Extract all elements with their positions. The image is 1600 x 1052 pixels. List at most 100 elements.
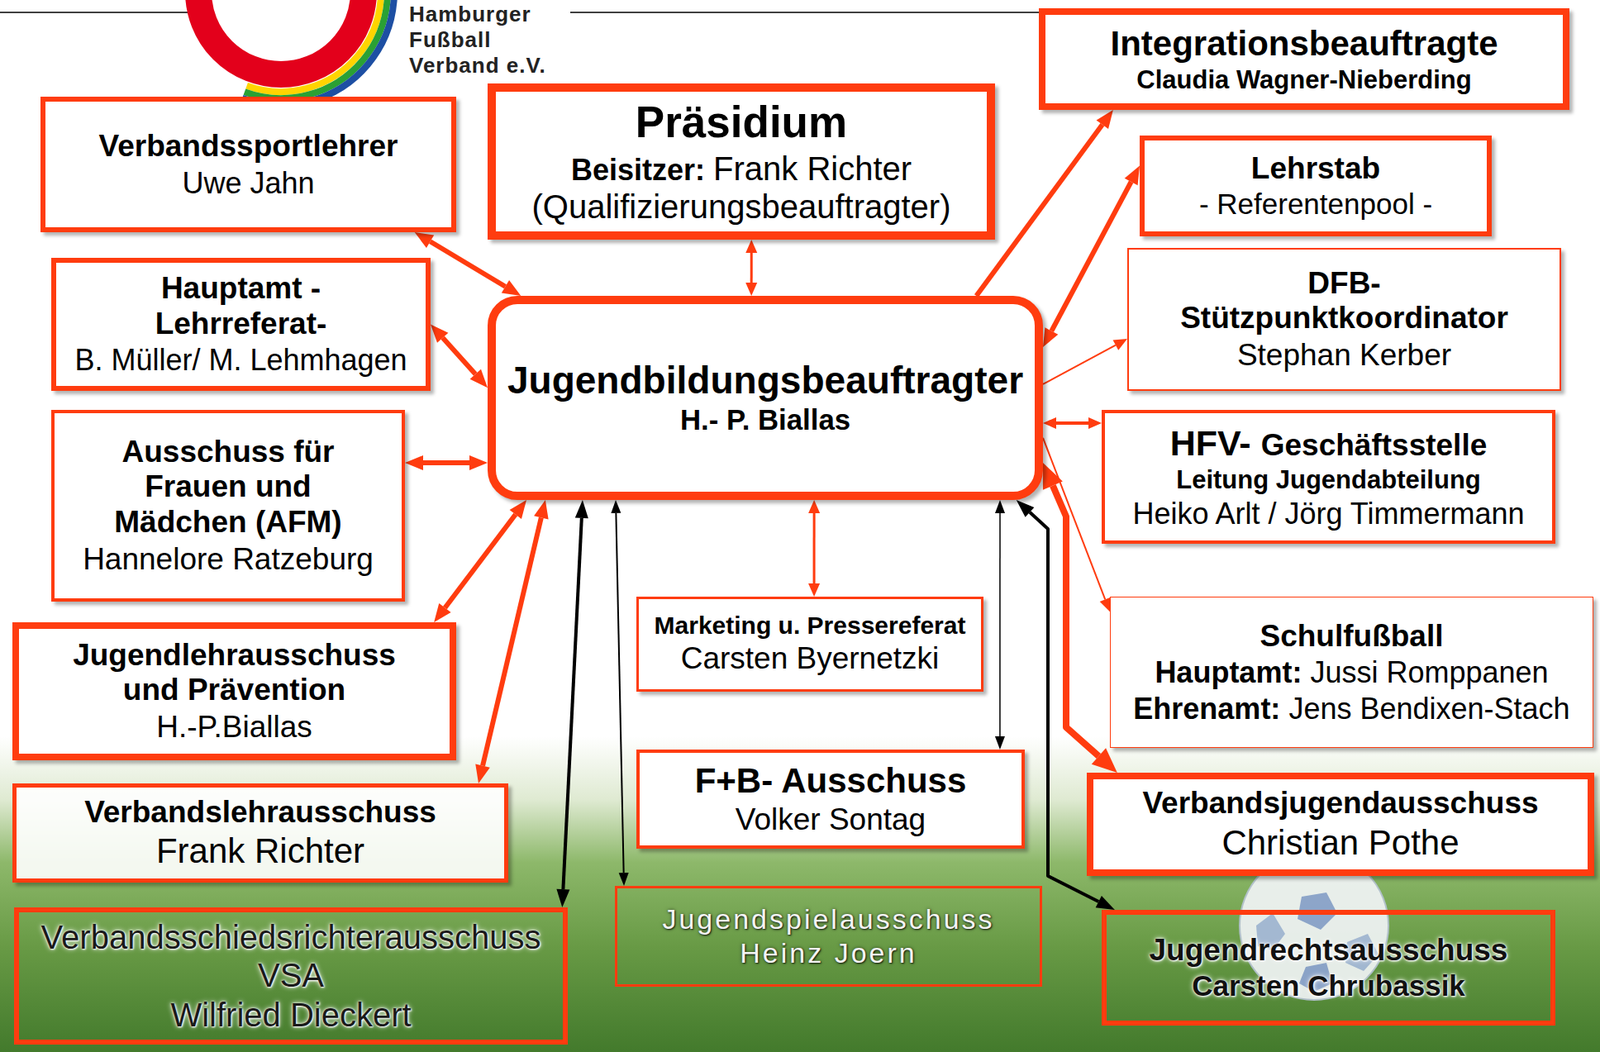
box-text: Ehrenamt: [1133, 691, 1281, 726]
box-text: Beisitzer: [571, 152, 705, 187]
header-rule [0, 11, 203, 14]
text-line: B. Müller/ M. Lehmhagen [66, 342, 416, 377]
text-line: Wilfried Dieckert [23, 995, 558, 1034]
committee-box: JugendspielausschussHeinz Joern [614, 885, 1043, 987]
board-box: PräsidiumBeisitzer:Frank Richter (Qualif… [487, 83, 996, 240]
text-line: Marketing u. Pressereferat [648, 611, 972, 641]
text-line: Carsten Chrubassik [1116, 969, 1541, 1003]
text-line: Jugendrechtsausschuss [1116, 933, 1541, 969]
committee-box: VerbandslehrausschussFrank Richter [12, 783, 509, 883]
box-text: Geschäftsstelle [1261, 428, 1488, 462]
staff-box: VerbandssportlehrerUwe Jahn [40, 96, 457, 233]
box-title: Jugendbildungsbeauftragter [507, 358, 1024, 402]
box-title: HFV- [1170, 423, 1252, 463]
logo-symbol [198, 0, 395, 105]
office-box: HFV- GeschäftsstelleLeitung Jugendabteilu… [1101, 409, 1556, 544]
box-title: Verbandsjugendausschuss [1142, 785, 1539, 820]
connector-arrow [430, 241, 506, 286]
text-line: Lehrstab [1154, 151, 1477, 187]
text-line: Jugendspielausschuss [627, 903, 1030, 936]
logo-arc [244, 0, 388, 99]
box-title: Verbandssportlehrer [99, 128, 399, 163]
text-line: Hauptamt:Jussi Romppanen [1120, 655, 1583, 690]
connector-arrow [1056, 421, 1089, 425]
box-title: Verbandsschiedsrichterausschuss VSA [29, 918, 553, 995]
box-text: Hauptamt: [1154, 655, 1302, 690]
box-title: Präsidium [635, 97, 848, 147]
central-box: JugendbildungsbeauftragterH.- P. Biallas [487, 295, 1043, 500]
connector-arrow [813, 513, 816, 584]
committee-box: JugendrechtsausschussCarsten Chrubassik [1101, 909, 1556, 1026]
box-title: Integrationsbeauftragte [1109, 23, 1498, 63]
connector-arrow [615, 513, 624, 873]
box-text: Volker Sontag [735, 802, 926, 837]
text-line: Verbandslehrausschuss [26, 795, 495, 831]
box-text: Wilfried Dieckert [170, 996, 411, 1034]
text-line: Heinz Joern [627, 937, 1030, 970]
box-text: Jussi Romppanen [1309, 655, 1548, 690]
text-line: Heiko Arlt / Jörg Timmermann [1114, 496, 1543, 531]
box-text: - Referentenpool - [1199, 187, 1433, 220]
box-title: Jugendrechtsausschuss [1149, 933, 1509, 967]
box-title: Jugendlehrausschuss und Prävention [66, 638, 403, 709]
box-text: Heiko Arlt / Jörg Timmermann [1132, 496, 1524, 531]
box-text: B. Müller/ M. Lehmhagen [74, 342, 407, 377]
box-text: Frank Richter [156, 831, 365, 871]
text-line: Verbandsjugendausschuss [1103, 785, 1578, 822]
text-line: DFB- Stützpunktkoordinator [1138, 266, 1550, 337]
box-title: Marketing u. Pressereferat [654, 611, 967, 639]
connector-arrow [482, 517, 542, 766]
text-line: H.- P. Biallas [505, 404, 1025, 438]
text-line: Hauptamt -Lehrreferat- [66, 271, 416, 342]
role-box: DFB- StützpunktkoordinatorStephan Kerber [1127, 247, 1562, 391]
box-text: Carsten Byernetzki [680, 641, 940, 676]
connector-group [423, 124, 1132, 902]
text-line: Leitung Jugendabteilung [1114, 465, 1543, 496]
text-line: Integrationsbeauftragte [1055, 23, 1553, 64]
text-line: F+B- Ausschuss [649, 761, 1012, 801]
text-line: HFV- Geschäftsstelle [1114, 423, 1543, 464]
connector-arrow [999, 513, 1001, 737]
box-text: Carsten Chrubassik [1191, 969, 1466, 1002]
committee-box: Verbandsschiedsrichterausschuss VSAWilfr… [14, 907, 568, 1045]
text-line: Claudia Wagner-Nieberding [1055, 65, 1553, 96]
box-text: Hannelore Ratzeburg [82, 542, 374, 577]
text-line: H.-P.Biallas [28, 709, 440, 746]
office-box: Marketing u. PressereferatCarsten Byerne… [636, 596, 984, 692]
connector-arrow [750, 252, 753, 283]
text-line: Beisitzer:Frank Richter (Qualifizierungs… [505, 149, 977, 226]
box-title: F+B- Ausschuss [695, 761, 967, 800]
logo-text: Hamburger Fußball Verband e.V. [409, 1, 571, 79]
box-text: H.-P.Biallas [156, 709, 313, 744]
text-line: Ehrenamt:Jens Bendixen-Stach [1120, 691, 1583, 726]
box-text: Christian Pothe [1221, 823, 1459, 862]
text-line: Carsten Byernetzki [648, 641, 972, 677]
role-box: Lehrstab- Referentenpool - [1139, 135, 1492, 237]
logo-arc [242, 0, 395, 105]
box-title: Ausschuss für Frauen und Mädchen (AFM) [110, 434, 347, 541]
text-line: Stephan Kerber [1138, 338, 1550, 374]
text-line: Uwe Jahn [55, 166, 442, 200]
box-text: Leitung Jugendabteilung [1176, 465, 1481, 495]
box-text: Jens Bendixen-Stach [1288, 691, 1570, 726]
text-line: Präsidium [505, 97, 977, 148]
text-line: Frank Richter [26, 831, 495, 872]
text-line: Verbandsschiedsrichterausschuss VSA [23, 918, 558, 995]
header-rule [570, 11, 1039, 14]
connector-arrow [1042, 438, 1105, 600]
box-text: Claudia Wagner-Nieberding [1136, 65, 1472, 95]
text-line: Volker Sontag [649, 802, 1012, 839]
box-text: H.- P. Biallas [680, 404, 851, 436]
text-line: Jugendbildungsbeauftragter [505, 358, 1025, 403]
committee-box: VerbandsjugendausschussChristian Pothe [1086, 772, 1595, 877]
box-text: Heinz Joern [739, 937, 917, 969]
text-line: Verbandssportlehrer [55, 128, 442, 165]
text-line: Hannelore Ratzeburg [64, 542, 392, 578]
role-box: SchulfußballHauptamt:Jussi RomppanenEhre… [1109, 596, 1594, 748]
connector-arrow [444, 514, 515, 609]
box-title: DFB- Stützpunktkoordinator [1163, 266, 1525, 337]
box-text: Uwe Jahn [181, 166, 315, 200]
connector-arrow [423, 460, 470, 466]
